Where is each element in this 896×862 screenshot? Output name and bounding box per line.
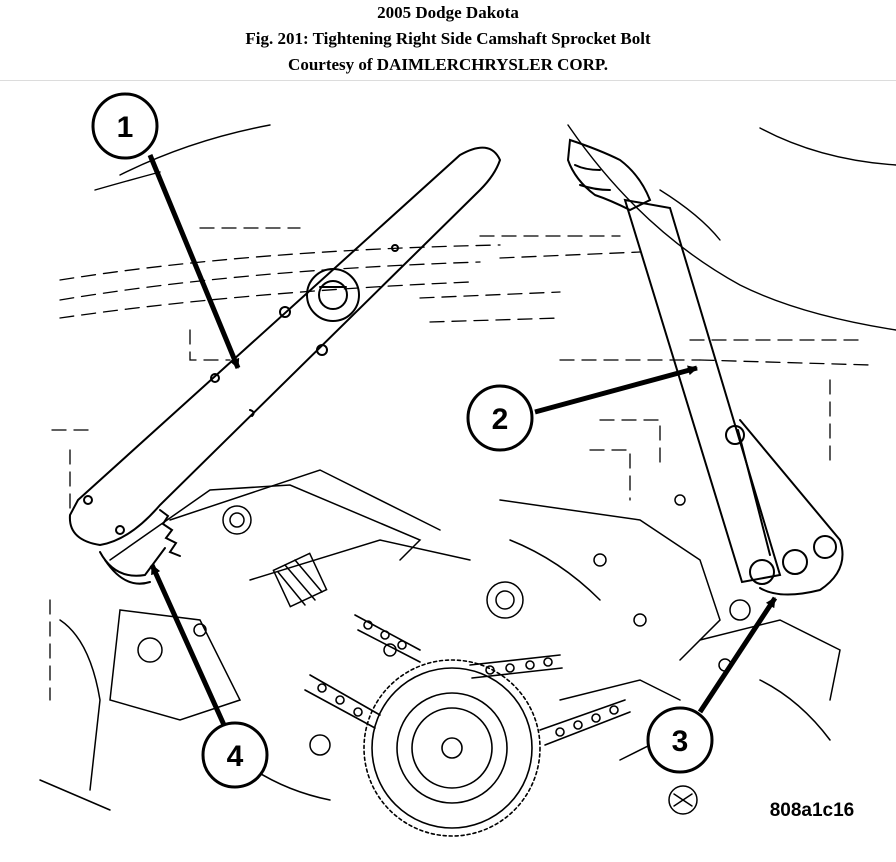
arrow-4 [149,563,227,727]
sprocket-teeth [159,509,181,557]
arrow-2 [534,365,698,415]
callout-3-label: 3 [672,725,689,758]
vehicle-title: 2005 Dodge Dakota [377,3,519,22]
camshaft-holding-tool [68,146,502,585]
callout-2: 2 [466,384,534,452]
figure-code: 808a1c16 [770,800,855,821]
callout-1-label: 1 [117,111,134,144]
courtesy-line: Courtesy of DAIMLERCHRYSLER CORP. [288,55,608,74]
callout-arrows [147,154,778,727]
timing-chain [304,614,631,746]
callout-1: 1 [91,92,159,160]
callout-2-label: 2 [492,403,509,436]
callout-4-label: 4 [227,740,244,773]
engine-background-lines [49,227,871,701]
callout-3: 3 [646,706,714,774]
figure-caption: Fig. 201: Tightening Right Side Camshaft… [245,29,651,48]
arrow-1 [147,154,241,369]
engine-block [39,469,841,811]
arrow-3 [697,596,778,714]
bg-arc-top [119,124,271,176]
figure-header: 2005 Dodge Dakota Fig. 201: Tightening R… [0,0,896,82]
torque-wrench [566,138,844,596]
small-nut [668,785,698,815]
engine-illustration: 1 2 3 4 808a1c16 [39,92,896,837]
crankshaft-sprocket [363,659,541,837]
header-divider [0,80,896,81]
callout-4: 4 [201,721,269,789]
diagram-figure: 1 2 3 4 808a1c16 [0,82,896,857]
cover-outline [567,124,896,331]
